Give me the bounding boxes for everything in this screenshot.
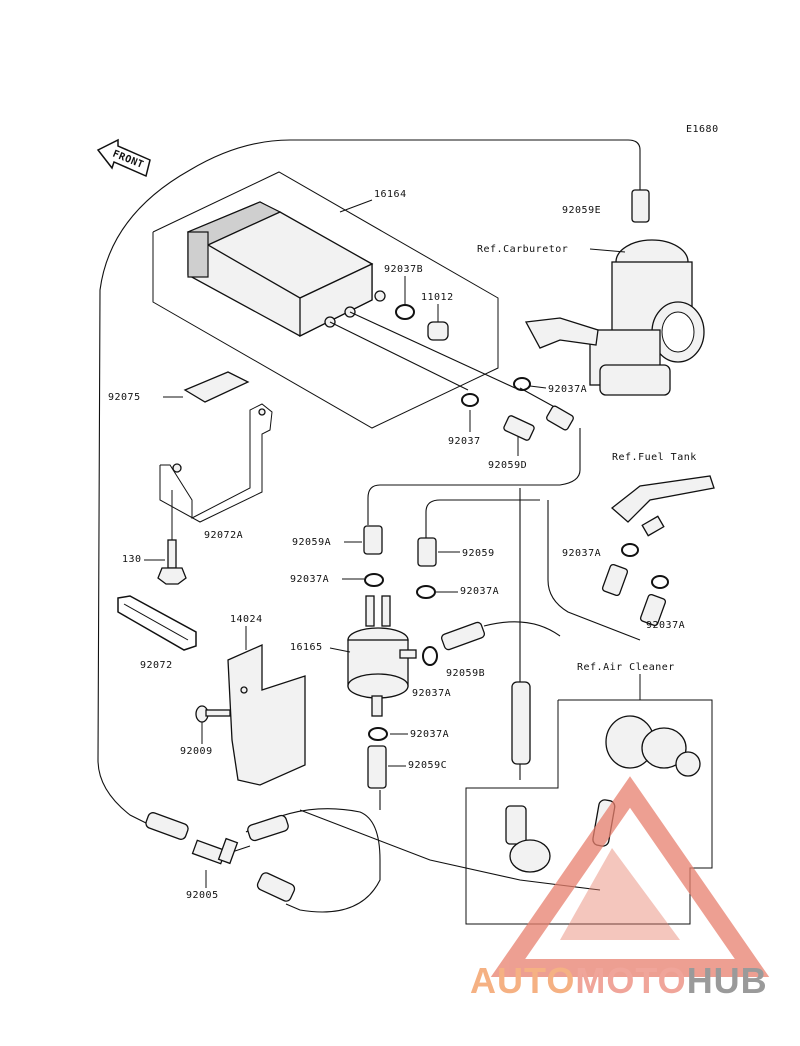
- label-92059d: 92059D: [488, 460, 527, 471]
- label-92059b: 92059B: [446, 668, 485, 679]
- hose-c: [367, 745, 387, 789]
- hose-e: [631, 189, 650, 223]
- label-14024: 14024: [230, 614, 263, 625]
- ref-air-cleaner: Ref.Air Cleaner: [577, 662, 675, 673]
- clamp-a-low: [368, 727, 388, 741]
- label-92072: 92072: [140, 660, 173, 671]
- label-92037a-top: 92037A: [548, 384, 587, 395]
- hose-b-line: [483, 621, 561, 637]
- canister-outline: [152, 171, 499, 429]
- label-92037a-low: 92037A: [410, 729, 449, 740]
- label-92059c: 92059C: [408, 760, 447, 771]
- fuel-separator: [347, 595, 417, 717]
- carburetor: [524, 239, 705, 396]
- ref-fuel-tank: Ref.Fuel Tank: [612, 452, 697, 463]
- bracket: [159, 403, 273, 523]
- label-92037a-left: 92037A: [290, 574, 329, 585]
- label-92037a-tank: 92037A: [562, 548, 601, 559]
- label-92005: 92005: [186, 890, 219, 901]
- watermark-text: AUTOMOTOHUB: [470, 960, 768, 1002]
- hose-tank-pieces: [601, 563, 667, 627]
- label-92075: 92075: [108, 392, 141, 403]
- canister-hose-1: [329, 311, 516, 391]
- clamp-b: [395, 304, 415, 320]
- watermark-part-1: AUTO: [470, 960, 576, 1001]
- watermark-part-3: HUB: [686, 960, 768, 1001]
- bottom-hose-line: [231, 790, 601, 913]
- hose-a: [363, 525, 383, 555]
- cover: [227, 644, 306, 786]
- main-hose-line: [97, 139, 641, 826]
- label-16165: 16165: [290, 642, 323, 653]
- clamp-a-left: [364, 573, 384, 587]
- hose-d: [503, 405, 574, 441]
- fuel-tank-fitting: [610, 475, 715, 537]
- canister: [186, 201, 386, 338]
- label-92037a-tank2: 92037A: [646, 620, 685, 631]
- front-arrow-icon: FRONT: [96, 138, 151, 178]
- clamp-a-tank: [621, 543, 669, 589]
- pad: [183, 371, 250, 403]
- screw: [195, 705, 231, 723]
- hose-line-92059: [425, 499, 540, 538]
- label-92037b: 92037B: [384, 264, 423, 275]
- fitting-t: [145, 812, 296, 902]
- band: [117, 595, 197, 651]
- label-92059a: 92059A: [292, 537, 331, 548]
- clamp-a-top: [513, 377, 531, 391]
- label-130: 130: [122, 554, 142, 565]
- vent-hose-line: [367, 428, 641, 780]
- label-92037a-sep: 92037A: [412, 688, 451, 699]
- hose: [417, 537, 437, 567]
- label-92037: 92037: [448, 436, 481, 447]
- label-92059: 92059: [462, 548, 495, 559]
- air-cleaner-outline: [465, 699, 713, 925]
- label-16164: 16164: [374, 189, 407, 200]
- clamp-a-sep: [422, 646, 438, 666]
- clamp-a-mid: [416, 585, 436, 599]
- label-92037a-mid: 92037A: [460, 586, 499, 597]
- plug: [427, 321, 449, 341]
- clamp: [461, 393, 479, 407]
- watermark-logo-icon: [490, 776, 770, 977]
- drain-hose: [511, 681, 531, 765]
- diagram-code: E1680: [686, 124, 719, 135]
- label-92059e: 92059E: [562, 205, 601, 216]
- ref-carburetor: Ref.Carburetor: [477, 244, 568, 255]
- label-92009: 92009: [180, 746, 213, 757]
- label-11012: 11012: [421, 292, 454, 303]
- label-92072a: 92072A: [204, 530, 243, 541]
- hose-b: [441, 621, 485, 651]
- watermark-part-2: MOTO: [575, 960, 687, 1001]
- bolt: [157, 539, 187, 585]
